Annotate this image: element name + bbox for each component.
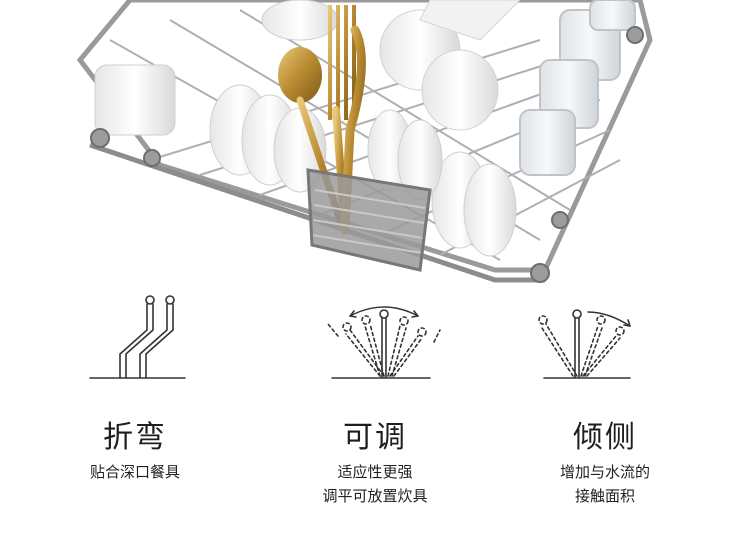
feature-title: 可调 <box>343 420 407 455</box>
dishwasher-rack-illustration <box>76 0 653 283</box>
feature-adjustable: 可调 适应性更强 调平可放置炊具 <box>250 290 500 534</box>
feature-description-line: 贴合深口餐具 <box>89 463 180 481</box>
dishwasher-basket-photo <box>76 0 653 283</box>
bent-tines-icon <box>89 295 186 379</box>
feature-bent: 折弯 贴合深口餐具 <box>10 290 260 534</box>
feature-title: 倾侧 <box>573 420 637 455</box>
feature-description: 增加与水流的 接触面积 <box>480 460 730 508</box>
feature-description-line: 适应性更强 <box>337 463 413 481</box>
feature-tilt: 倾侧 增加与水流的 接触面积 <box>480 290 730 534</box>
adjustable-tine-icon <box>327 306 441 379</box>
feature-description-line: 调平可放置炊具 <box>322 487 428 505</box>
feature-description-line: 增加与水流的 <box>559 463 650 481</box>
feature-description: 贴合深口餐具 <box>10 460 260 484</box>
feature-description: 适应性更强 调平可放置炊具 <box>250 460 500 508</box>
feature-description-line: 接触面积 <box>574 487 635 505</box>
feature-title: 折弯 <box>103 420 167 455</box>
tilting-tine-icon <box>538 309 631 379</box>
